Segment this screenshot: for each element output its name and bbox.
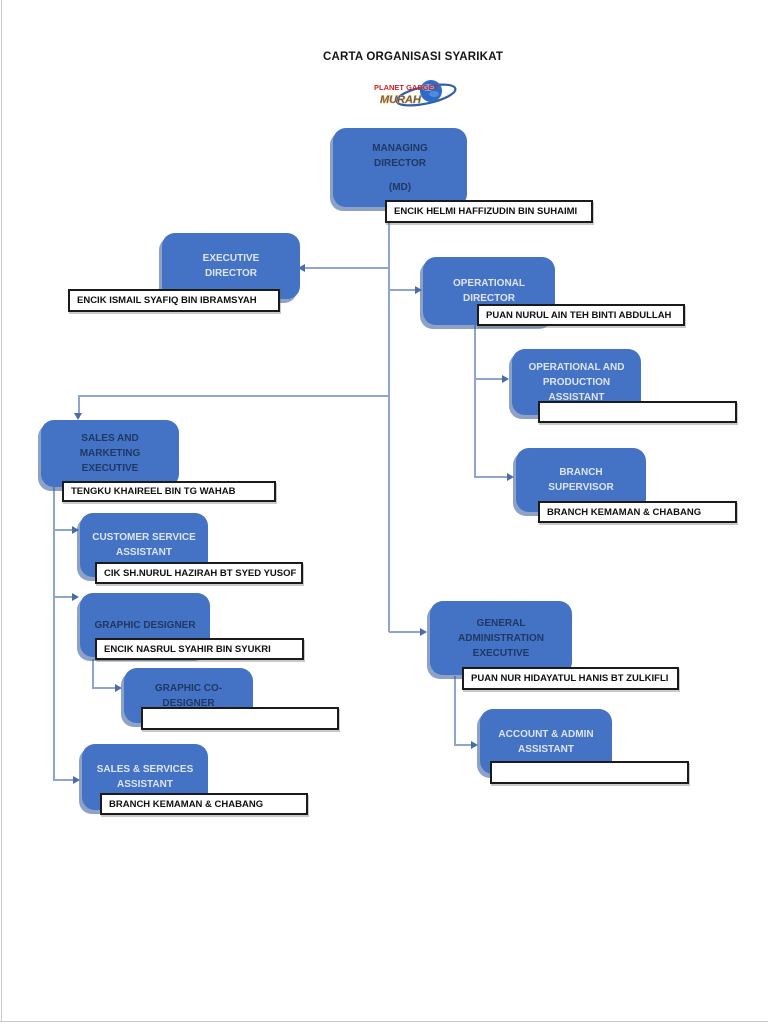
connector-to-sales-marketing-vertical <box>78 395 80 414</box>
role-label: SALES & SERVICES ASSISTANT <box>96 764 194 790</box>
role-label: CUSTOMER SERVICE ASSISTANT <box>92 532 196 558</box>
connector-to-graphic-designer <box>53 596 73 598</box>
org-node-general-administration-executive: GENERAL ADMINISTRATION EXECUTIVE <box>430 601 572 675</box>
arrowhead-customer-service-assistant <box>72 526 79 534</box>
connector-md-trunk <box>388 206 390 632</box>
arrowhead-graphic-designer <box>72 593 79 601</box>
name-label-graphic-designer: ENCIK NASRUL SYAHIR BIN SYUKRI <box>95 638 304 660</box>
arrowhead-operational-production-assistant <box>502 375 509 383</box>
name-label-executive-director: ENCIK ISMAIL SYAFIQ BIN IBRAMSYAH <box>68 289 280 312</box>
role-label: OPERATIONAL DIRECTOR <box>452 278 526 304</box>
name-label-managing-director: ENCIK HELMI HAFFIZUDIN BIN SUHAIMI <box>385 200 593 223</box>
role-label: BRANCH SUPERVISOR <box>548 467 614 493</box>
name-label-account-admin-assistant <box>490 761 689 784</box>
name-label-sales-services-assistant: BRANCH KEMAMAN & CHABANG <box>100 793 308 815</box>
role-label: GENERAL ADMINISTRATION EXECUTIVE <box>458 617 544 659</box>
connector-to-branch-supervisor <box>474 476 508 478</box>
role-label: ACCOUNT & ADMIN ASSISTANT <box>498 728 594 755</box>
role-label: GRAPHIC DESIGNER <box>94 619 196 631</box>
name-label-customer-service-assistant: CIK SH.NURUL HAZIRAH BT SYED YUSOF <box>95 562 303 584</box>
connector-to-general-administration <box>389 631 421 633</box>
page-edge-left <box>1 0 2 1022</box>
name-label-operational-production-assistant <box>538 401 737 423</box>
role-label: EXECUTIVE DIRECTOR <box>202 253 260 279</box>
org-node-managing-director: MANAGING DIRECTOR (MD) <box>333 128 467 207</box>
page-title: CARTA ORGANISASI SYARIKAT <box>323 51 504 63</box>
connector-to-account-admin-assistant <box>454 744 472 746</box>
arrowhead-operational-director <box>415 286 422 294</box>
company-logo: PLANET GADGET MURAH <box>374 80 457 107</box>
connector-sales-marketing-trunk <box>53 487 55 780</box>
arrowhead-sales-services-assistant <box>73 776 80 784</box>
page-edge-bottom <box>0 1021 768 1022</box>
arrowhead-branch-supervisor <box>507 473 514 481</box>
name-label-branch-supervisor: BRANCH KEMAMAN & CHABANG <box>538 501 737 523</box>
logo-text-line2: MURAH <box>380 94 422 106</box>
arrowhead-account-admin-assistant <box>471 741 478 749</box>
connector-to-sales-marketing-horizontal <box>78 395 389 397</box>
connector-to-executive-director <box>305 267 389 269</box>
role-label: OPERATIONAL AND PRODUCTION ASSISTANT <box>528 361 625 403</box>
connector-to-graphic-co-designer <box>92 687 116 689</box>
role-label: GRAPHIC CO-DESIGNER <box>154 682 223 709</box>
connector-to-operational-production-assistant <box>474 378 503 380</box>
role-label: SALES AND MARKETING EXECUTIVE <box>79 433 141 474</box>
connector-to-sales-services-assistant <box>53 779 74 781</box>
org-node-sales-marketing-executive: SALES AND MARKETING EXECUTIVE <box>41 420 179 487</box>
org-node-executive-director: EXECUTIVE DIRECTOR <box>162 233 300 299</box>
name-label-operational-director: PUAN NURUL AIN TEH BINTI ABDULLAH <box>477 304 685 326</box>
arrowhead-executive-director <box>298 264 305 272</box>
role-label: MANAGING DIRECTOR <box>372 142 428 169</box>
name-label-graphic-co-designer <box>141 707 339 730</box>
arrowhead-sales-marketing-executive <box>74 413 82 420</box>
name-label-general-administration-executive: PUAN NUR HIDAYATUL HANIS BT ZULKIFLI <box>462 667 679 690</box>
connector-general-administration-trunk <box>454 676 456 745</box>
connector-to-customer-service-assistant <box>53 529 73 531</box>
connector-operational-director-trunk <box>474 325 476 477</box>
connector-to-operational-director <box>389 289 417 291</box>
role-abbreviation: (MD) <box>388 181 412 193</box>
arrowhead-graphic-co-designer <box>115 684 122 692</box>
name-label-sales-marketing-executive: TENGKU KHAIREEL BIN TG WAHAB <box>62 481 276 502</box>
logo-text-line1: PLANET GADGET <box>374 83 439 92</box>
connector-graphic-designer-trunk <box>92 659 94 688</box>
arrowhead-general-administration <box>420 628 427 636</box>
